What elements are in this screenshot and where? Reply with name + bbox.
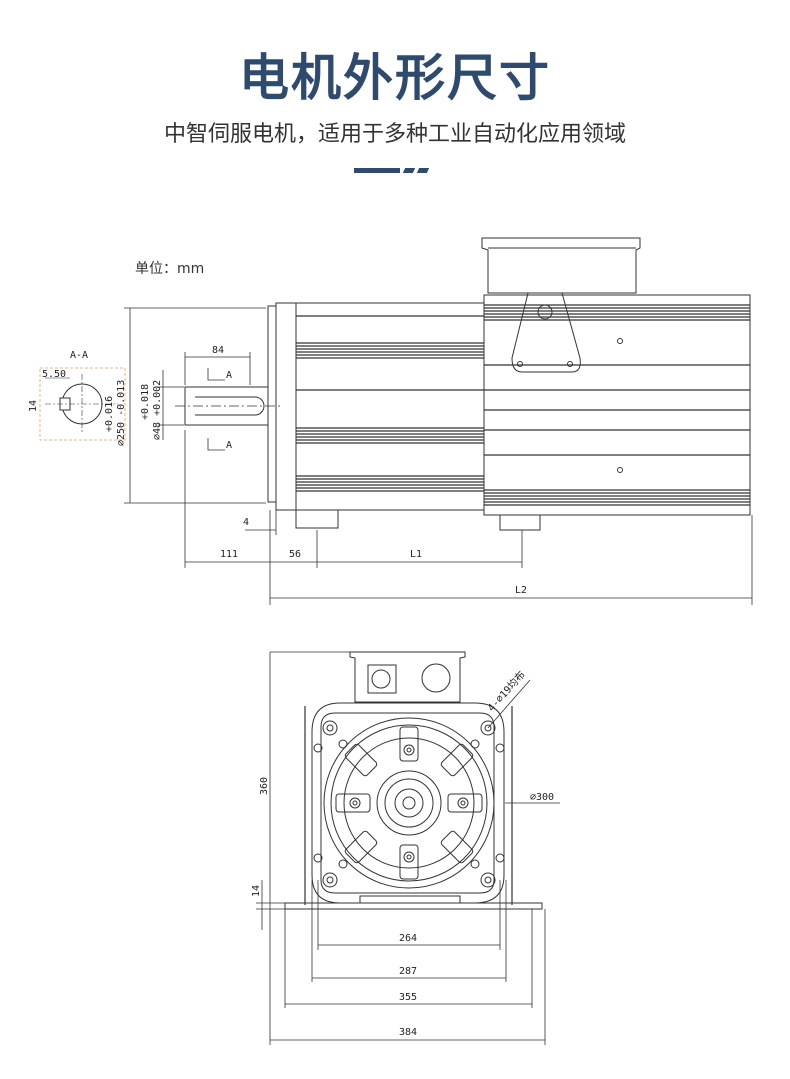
base-plate — [284, 902, 543, 910]
section-frame — [39, 367, 126, 441]
section-mark-bottom: A — [226, 440, 232, 451]
page-title: 电机外形尺寸 — [239, 49, 551, 107]
front-fins — [296, 315, 484, 492]
front-foot — [295, 509, 339, 529]
dim-flange-tol: +0.016 — [104, 396, 115, 432]
dim-shaft-tol: +0.018 — [140, 384, 151, 420]
dim-flange-dia: ⌀250 -0.013 — [116, 380, 127, 446]
section-label: A-A — [70, 350, 88, 361]
dim-shaft-dia: ⌀48 +0.002 — [152, 380, 163, 440]
dim-pcd: ⌀300 — [530, 792, 554, 803]
bolt-hole — [617, 338, 623, 344]
lifting-hole — [537, 304, 553, 320]
dim-287: 287 — [399, 966, 417, 977]
page-subtitle: 中智伺服电机，适用于多种工业自动化应用领域 — [163, 122, 626, 147]
dim-height-360: 360 — [259, 777, 270, 795]
rear-fins — [484, 304, 750, 506]
terminal-plate — [367, 664, 397, 694]
inner-bolts — [349, 744, 469, 863]
dim-l1: L1 — [410, 549, 422, 560]
bolt-hole — [617, 467, 623, 473]
housing-outline — [311, 702, 505, 904]
end-bell-ribs — [335, 726, 483, 880]
dim-key-width: 14 — [28, 400, 39, 412]
front-view — [284, 651, 543, 910]
dim-flange-thickness: 4 — [243, 517, 249, 528]
terminal-box — [349, 651, 466, 703]
bearing-boss — [376, 770, 442, 836]
flange — [267, 305, 277, 503]
cable-gland-large — [421, 663, 451, 693]
lifting-lug — [511, 292, 581, 373]
end-bell-outer — [323, 717, 495, 889]
side-view-dimensions — [124, 307, 753, 605]
section-a-a — [39, 367, 126, 441]
dim-111: 111 — [220, 549, 238, 560]
cable-gland — [371, 669, 391, 689]
rear-body — [483, 294, 751, 516]
housing-inner — [320, 712, 495, 894]
section-mark-top: A — [226, 370, 232, 381]
front-view-dimensions — [256, 651, 560, 1045]
dim-384: 384 — [399, 1027, 417, 1038]
dim-shaft-length: 84 — [212, 345, 224, 356]
front-end-cap — [275, 302, 297, 511]
junction-box — [481, 237, 641, 294]
shaft-keyway — [195, 396, 265, 416]
dim-l2: L2 — [515, 585, 527, 596]
shaft-end — [394, 788, 424, 818]
rear-foot — [499, 514, 541, 531]
unit-label: 单位：mm — [135, 261, 205, 277]
title-divider — [354, 168, 400, 173]
dim-355: 355 — [399, 992, 417, 1003]
dim-264: 264 — [399, 933, 417, 944]
side-view — [175, 237, 751, 531]
mounting-holes — [313, 720, 505, 888]
dim-base-14: 14 — [251, 885, 262, 897]
dim-key-depth: 5.50 — [42, 369, 66, 380]
dim-56: 56 — [289, 549, 301, 560]
